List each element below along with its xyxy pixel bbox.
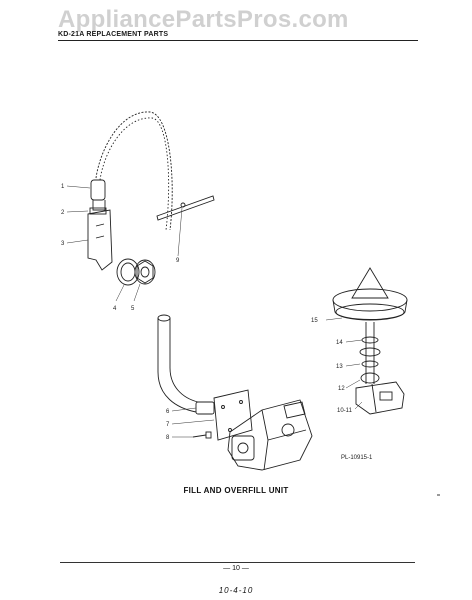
callout-2: 2: [61, 210, 65, 216]
scan-speck: [437, 494, 440, 496]
callout-9: 9: [176, 258, 180, 264]
handwritten-date: 10-4-10: [218, 586, 254, 595]
callout-8: 8: [166, 435, 170, 441]
callout-5: 5: [131, 306, 135, 312]
callout-15: 15: [311, 318, 318, 324]
callout-14: 14: [336, 340, 343, 346]
diagram-caption: FILL AND OVERFILL UNIT: [183, 486, 289, 495]
callout-7: 7: [166, 422, 170, 428]
diagram-part-number: PL-10915-1: [341, 455, 373, 461]
callout-10-11: 10-11: [337, 408, 353, 414]
callout-3: 3: [61, 241, 65, 247]
callout-12: 12: [338, 386, 345, 392]
callout-4: 4: [113, 306, 117, 312]
page-header-title: KD-21A REPLACEMENT PARTS: [58, 31, 169, 38]
callout-6: 6: [166, 409, 170, 415]
watermark: AppliancePartsPros.com: [58, 6, 349, 33]
header-divider: [58, 40, 418, 41]
footer-divider: [60, 562, 415, 563]
callout-13: 13: [336, 364, 343, 370]
callout-1: 1: [61, 184, 65, 190]
page-number: — 10 —: [223, 565, 249, 572]
